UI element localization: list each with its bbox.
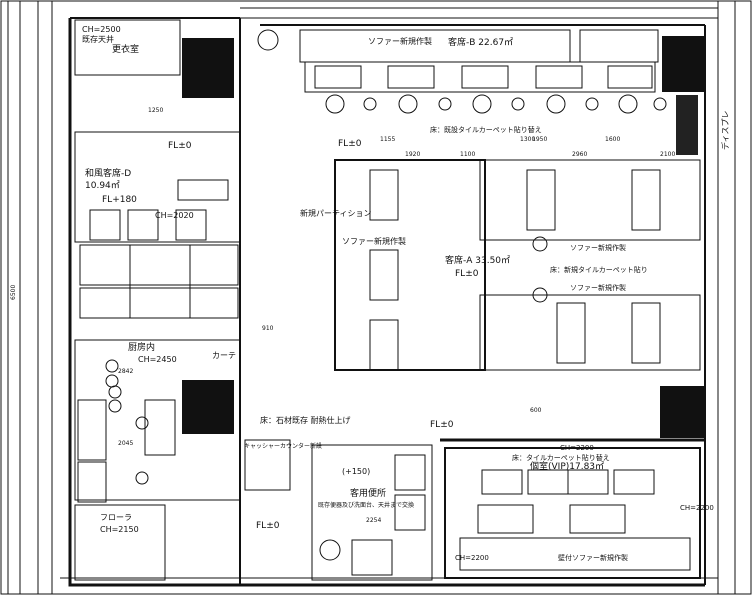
plus150-label: (+150) bbox=[342, 467, 370, 476]
vip-room bbox=[444, 447, 701, 579]
seat-b-area bbox=[257, 29, 667, 114]
dimension-text: 1100 bbox=[460, 151, 475, 158]
kitchen-marker bbox=[108, 399, 122, 413]
tatami-area: 10.94㎡ bbox=[85, 180, 120, 191]
dimension-text: 6500 bbox=[10, 285, 17, 300]
kitchen-equipment bbox=[77, 461, 107, 503]
seat-a-sofa-bottom: ソファー新規作製 bbox=[570, 283, 626, 292]
kitchen-marker bbox=[108, 385, 122, 399]
toilet bbox=[351, 539, 393, 576]
tatami-seat bbox=[89, 209, 121, 241]
vip-ceiling-top: CH=2200 bbox=[560, 444, 594, 452]
tatami-level: FL+180 bbox=[102, 195, 137, 205]
cashier-label: キャッシャーカウンター新設 bbox=[244, 442, 322, 450]
kitchen-marker bbox=[105, 359, 119, 373]
kitchen-marker bbox=[135, 471, 149, 485]
flooring-area bbox=[74, 504, 166, 581]
sofa-frame-label: ソファー新規作製 bbox=[342, 236, 406, 246]
seat-a-floor: 床：新規タイルカーペット貼り bbox=[550, 265, 648, 274]
sink-bowl bbox=[319, 539, 341, 561]
dimension-text: 1300 bbox=[520, 136, 535, 143]
display-cabinet bbox=[676, 95, 698, 155]
dimension-text: 2254 bbox=[366, 517, 381, 524]
seat-a-sofa-top: ソファー新規作製 bbox=[570, 243, 626, 252]
lavatory-name: 客用便所 bbox=[350, 487, 386, 499]
dimension-text: 1250 bbox=[148, 107, 163, 114]
lavatory bbox=[311, 444, 433, 581]
changing-name: 更衣室 bbox=[112, 43, 139, 55]
dimension-text: 2842 bbox=[118, 368, 133, 375]
tatami-seat bbox=[175, 209, 207, 241]
column-b bbox=[662, 36, 704, 92]
kitchen-ceiling: CH=2450 bbox=[138, 355, 177, 364]
dimension-text: 910 bbox=[262, 325, 274, 332]
column-d bbox=[660, 386, 704, 438]
tatami-ceiling: CH=2020 bbox=[155, 211, 194, 220]
dimension-text: 2960 bbox=[572, 151, 587, 158]
display-label: ディスプレ bbox=[720, 111, 730, 150]
flooring-ceiling: CH=2150 bbox=[100, 525, 139, 534]
kitchen-equipment bbox=[77, 399, 107, 461]
kitchen-marker bbox=[135, 416, 149, 430]
seat-a-name: 客席-A 33.50㎡ bbox=[445, 254, 510, 266]
flooring-name: フローラ bbox=[100, 513, 132, 522]
seat-b-sofa-label: ソファー新規作製 bbox=[368, 36, 432, 46]
corridor-label: 床：石材既存 耐熱仕上げ bbox=[260, 415, 351, 425]
vip-ceiling-right: CH=2200 bbox=[680, 504, 714, 512]
cashier-counter bbox=[244, 439, 291, 491]
dimension-text: 2045 bbox=[118, 440, 133, 447]
storage-grid bbox=[79, 244, 239, 319]
seat-a-level: FL±0 bbox=[455, 269, 479, 279]
seat-b-floor: 床：既設タイルカーペット貼り替え bbox=[430, 125, 542, 134]
dimension-text: 1950 bbox=[532, 136, 547, 143]
vip-ceiling-bottom: CH=2200 bbox=[455, 554, 489, 562]
fl-label-bottom: FL±0 bbox=[256, 521, 280, 531]
kitchen-equipment bbox=[144, 399, 176, 456]
changing-note: 既存天井 bbox=[82, 34, 114, 44]
tatami-counter bbox=[177, 179, 229, 201]
kitchen-name: 厨房内 bbox=[128, 341, 155, 353]
seat-b-name: 客席-B 22.67㎡ bbox=[448, 36, 513, 48]
vip-floor: 床：タイルカーペット貼り替え bbox=[512, 453, 610, 462]
seat-a-area bbox=[334, 159, 701, 371]
tatami-seat bbox=[127, 209, 159, 241]
fl-label-corridor: FL±0 bbox=[430, 420, 454, 430]
changing-ceiling: CH=2500 bbox=[82, 25, 121, 34]
toilet bbox=[394, 494, 426, 531]
lavatory-note: 既存便器及び洗面台、天井まで交換 bbox=[318, 501, 414, 509]
dimension-text: 1600 bbox=[605, 136, 620, 143]
vip-sofa: 壁付ソファー新規作製 bbox=[558, 553, 628, 562]
changing-room bbox=[74, 19, 181, 76]
column-c bbox=[182, 380, 234, 434]
vip-name: 個室(VIP)17.83㎡ bbox=[530, 460, 604, 472]
kitchen-marker bbox=[105, 374, 119, 388]
new-partition-label: 新規パーティション bbox=[300, 208, 372, 218]
fl-label-top: FL±0 bbox=[168, 141, 192, 151]
counter-label: カーテ bbox=[212, 351, 236, 360]
dimension-text: 1155 bbox=[380, 136, 395, 143]
kitchen bbox=[74, 339, 241, 501]
dimension-text: 600 bbox=[530, 407, 542, 414]
tatami-room-d bbox=[74, 131, 241, 243]
tatami-name: 和風客席-D bbox=[85, 167, 131, 179]
column-a bbox=[182, 38, 234, 98]
fl-label-mid: FL±0 bbox=[338, 139, 362, 149]
washbasin bbox=[394, 454, 426, 491]
dimension-text: 1920 bbox=[405, 151, 420, 158]
dimension-text: 2100 bbox=[660, 151, 675, 158]
